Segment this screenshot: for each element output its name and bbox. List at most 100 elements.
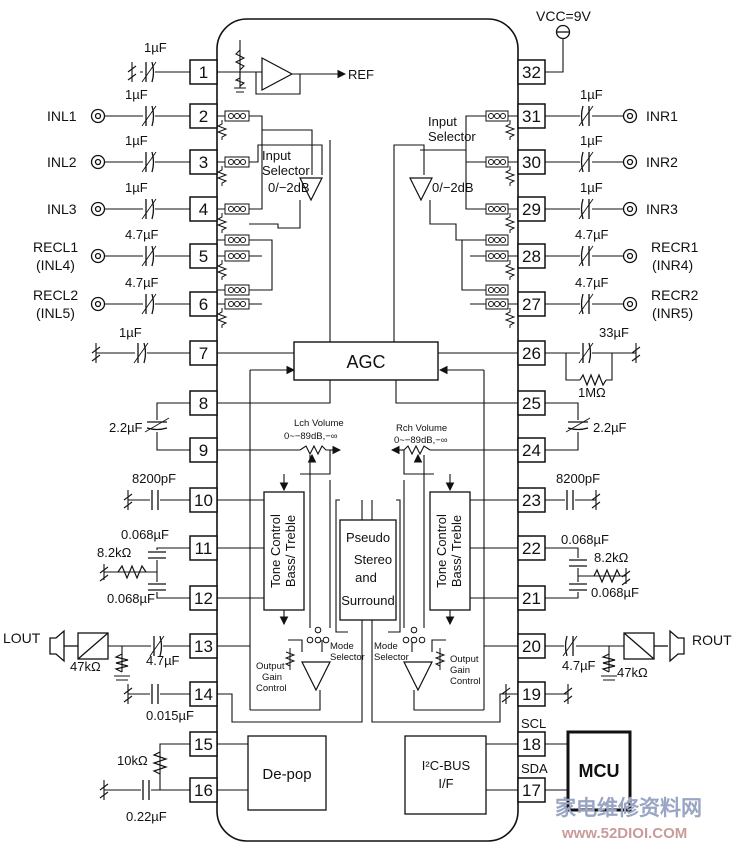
value-r10k: 10kΩ xyxy=(117,753,148,768)
value-c47-recr2: 4.7µF xyxy=(575,275,609,290)
ic-package-outline xyxy=(216,18,519,842)
right-input-jacks xyxy=(555,24,638,312)
left-pin-12: 12 xyxy=(189,585,218,611)
right-pin-17: 17 xyxy=(517,777,546,803)
cap-inr3 xyxy=(578,198,594,220)
jack-inr3 xyxy=(622,201,638,217)
left-selector-switches xyxy=(224,110,250,310)
left-pin-7: 7 xyxy=(189,340,218,366)
label-recr2: RECR2 xyxy=(651,287,699,303)
cap-pin14 xyxy=(150,684,160,704)
left-pin-9: 9 xyxy=(189,437,218,463)
right-pin-29: 29 xyxy=(517,196,546,222)
label-rout: ROUT xyxy=(692,632,732,648)
label-recl2: RECL2 xyxy=(33,287,78,303)
resistor-8k2-left xyxy=(117,564,147,580)
lch-volume-range: 0~−89dB,−∞ xyxy=(284,431,338,442)
value-c47-pin13: 4.7µF xyxy=(146,653,180,668)
jack-inr1 xyxy=(622,108,638,124)
right-tone-line1: Tone Control xyxy=(434,514,449,588)
value-r47k-right: 47kΩ xyxy=(617,665,648,680)
left-pin-4: 4 xyxy=(189,196,218,222)
left-pin-6: 6 xyxy=(189,291,218,317)
cap-pin13 xyxy=(149,635,165,657)
label-inr3: INR3 xyxy=(646,201,678,217)
value-c068-pin21: 0.068µF xyxy=(591,585,639,600)
label-inr1: INR1 xyxy=(646,108,678,124)
value-c015: 0.015µF xyxy=(146,708,194,723)
pin-number: 17 xyxy=(522,781,541,800)
left-gain-amplifier-icon xyxy=(299,177,323,202)
gain-triangles xyxy=(299,177,433,202)
lout-speaker-icon xyxy=(49,629,109,663)
left-gain-label: 0/−2dB xyxy=(268,180,310,195)
cap-pin16 xyxy=(141,780,151,800)
label-ref: REF xyxy=(348,67,374,82)
value-c47-recl2: 4.7µF xyxy=(125,275,159,290)
value-c1-inr1: 1µF xyxy=(580,87,603,102)
i2c-line1: I²C-BUS xyxy=(422,758,471,773)
pin-number: 31 xyxy=(522,107,541,126)
value-c47-recl1: 4.7µF xyxy=(125,227,159,242)
right-tone-control: Tone Control Bass/ Treble xyxy=(429,491,471,611)
cap-pin8-9 xyxy=(144,417,170,433)
lch-volume-resistor xyxy=(299,444,338,456)
label-inl4: (INL4) xyxy=(36,257,75,273)
pin-number: 1 xyxy=(199,63,208,82)
pin-number: 28 xyxy=(522,247,541,266)
pin-number: 2 xyxy=(199,107,208,126)
depop-label: De-pop xyxy=(262,766,311,783)
jack-inr2 xyxy=(622,154,638,170)
left-input-jacks xyxy=(90,108,106,312)
value-r1m: 1MΩ xyxy=(578,385,606,400)
jack-inl2 xyxy=(90,154,106,170)
resistor-47k-left xyxy=(114,653,129,673)
resistor-1meg xyxy=(579,373,607,387)
left-capacitors xyxy=(133,61,170,800)
agc-block: AGC xyxy=(293,341,439,381)
value-c1-inl1: 1µF xyxy=(125,87,148,102)
label-inl2: INL2 xyxy=(47,154,77,170)
right-pin-24: 24 xyxy=(517,437,546,463)
left-pin-5: 5 xyxy=(189,243,218,269)
right-capacitors xyxy=(562,105,594,657)
cap-recr1 xyxy=(578,245,594,267)
value-r47k-left: 47kΩ xyxy=(70,659,101,674)
cap-recr2 xyxy=(578,293,594,315)
pin-number: 4 xyxy=(199,200,208,219)
cap-pin20 xyxy=(562,635,578,657)
watermark: 家电维修资料网 www.52DIOI.COM xyxy=(555,796,702,842)
pin-number: 5 xyxy=(199,247,208,266)
right-pin-32: 32 xyxy=(517,59,546,85)
rch-volume-title: Rch Volume xyxy=(396,423,447,434)
pin-number: 26 xyxy=(522,344,541,363)
pin-number: 29 xyxy=(522,200,541,219)
cap-pin12 xyxy=(148,582,166,592)
pin-number: 19 xyxy=(522,685,541,704)
pseudo-line3: and xyxy=(355,570,377,585)
cap-pin23 xyxy=(565,490,575,510)
input-selector-labels: Input Selector 0/−2dB Input Selector 0/−… xyxy=(262,114,476,195)
mcu-block: MCU xyxy=(566,730,632,812)
i2c-block: I²C-BUS I/F xyxy=(404,735,487,815)
pseudo-line4: Surround xyxy=(341,593,394,608)
lch-volume: Lch Volume 0~−89dB,−∞ xyxy=(284,418,344,463)
right-pin-27: 27 xyxy=(517,291,546,317)
pin-number: 7 xyxy=(199,344,208,363)
value-c8200-left: 8200pF xyxy=(132,471,176,486)
right-pin-28: 28 xyxy=(517,243,546,269)
left-pin-10: 10 xyxy=(189,487,218,513)
mode-selector-switches xyxy=(306,626,426,644)
cap-pin26 xyxy=(578,342,594,364)
label-scl: SCL xyxy=(521,716,546,731)
pin-number: 9 xyxy=(199,441,208,460)
jack-inl3 xyxy=(90,201,106,217)
cap-inr2 xyxy=(578,151,594,173)
left-pin-13: 13 xyxy=(189,633,218,659)
pin-number: 27 xyxy=(522,295,541,314)
pin-number: 14 xyxy=(194,685,213,704)
value-c022: 0.22µF xyxy=(126,809,167,824)
left-resistors xyxy=(114,564,168,775)
internal-bias-resistors xyxy=(216,120,516,328)
